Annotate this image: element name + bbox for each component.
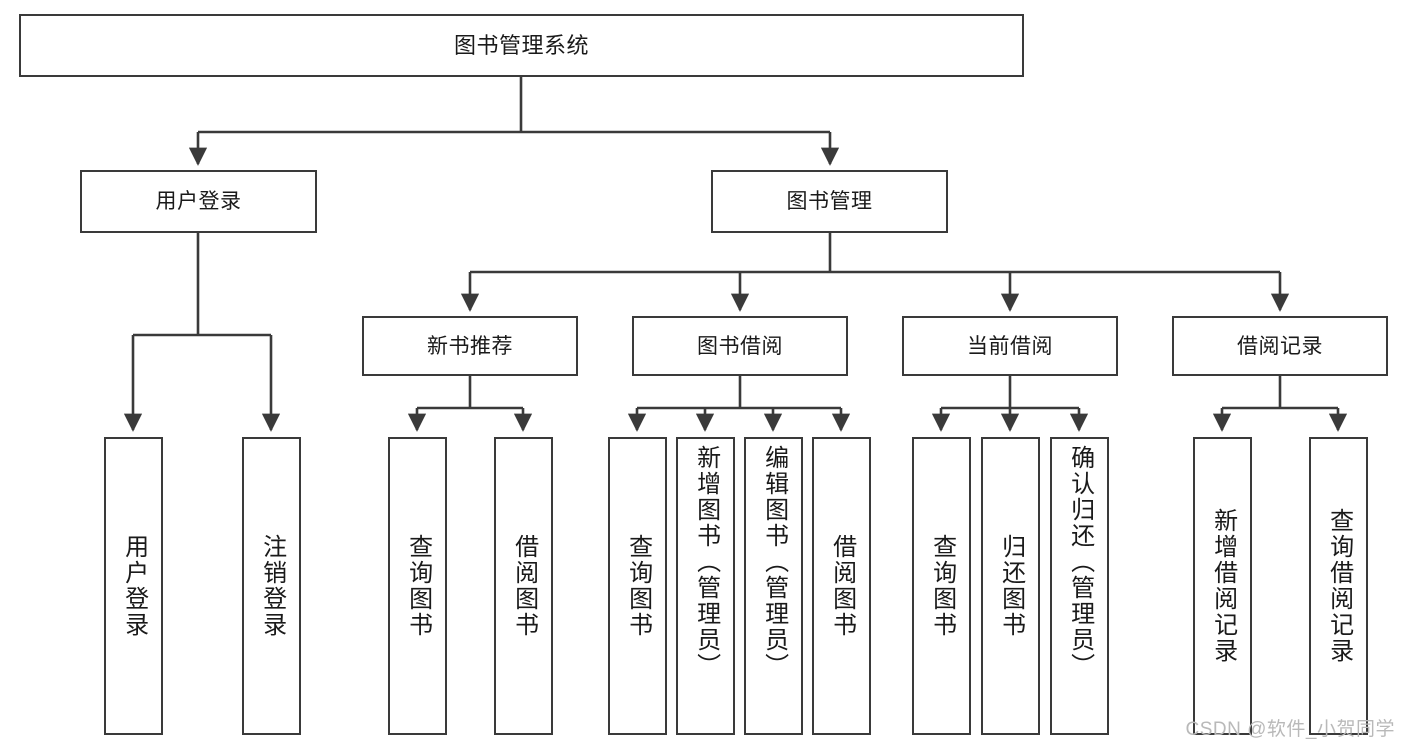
node-leaf-user-login[interactable]: 用户登录 — [104, 437, 163, 735]
node-user-login-label: 用户登录 — [155, 190, 242, 213]
node-root-label: 图书管理系统 — [453, 32, 589, 58]
node-leaf-query-book-1-label: 查询图书 — [404, 534, 432, 638]
node-leaf-user-logout-label: 注销登录 — [258, 534, 286, 638]
node-book-manage[interactable]: 图书管理 — [711, 170, 948, 233]
node-current-borrow[interactable]: 当前借阅 — [902, 316, 1118, 376]
node-leaf-confirm-return-label: 确认归还（管理员） — [1066, 445, 1094, 679]
node-leaf-query-record-label: 查询借阅记录 — [1325, 508, 1353, 664]
node-root[interactable]: 图书管理系统 — [19, 14, 1024, 77]
node-book-borrow-label: 图书借阅 — [697, 334, 783, 358]
node-leaf-query-book-2[interactable]: 查询图书 — [608, 437, 667, 735]
node-leaf-borrow-book-1-label: 借阅图书 — [510, 534, 538, 638]
node-new-book-rec[interactable]: 新书推荐 — [362, 316, 578, 376]
node-leaf-edit-book-label: 编辑图书（管理员） — [760, 445, 788, 679]
node-book-manage-label: 图书管理 — [786, 190, 873, 213]
node-leaf-borrow-book-2-label: 借阅图书 — [828, 534, 856, 638]
node-leaf-user-logout[interactable]: 注销登录 — [242, 437, 301, 735]
node-book-borrow[interactable]: 图书借阅 — [632, 316, 848, 376]
node-borrow-record-label: 借阅记录 — [1237, 334, 1323, 358]
node-leaf-add-book-label: 新增图书（管理员） — [692, 445, 720, 679]
node-leaf-return-book[interactable]: 归还图书 — [981, 437, 1040, 735]
node-leaf-query-book-3-label: 查询图书 — [928, 534, 956, 638]
node-user-login[interactable]: 用户登录 — [80, 170, 317, 233]
watermark: CSDN @软件_小贺同学 — [1185, 719, 1395, 740]
node-current-borrow-label: 当前借阅 — [967, 334, 1053, 358]
node-leaf-query-book-1[interactable]: 查询图书 — [388, 437, 447, 735]
node-leaf-add-record[interactable]: 新增借阅记录 — [1193, 437, 1252, 735]
node-leaf-query-record[interactable]: 查询借阅记录 — [1309, 437, 1368, 735]
node-leaf-add-book[interactable]: 新增图书（管理员） — [676, 437, 735, 735]
node-leaf-confirm-return[interactable]: 确认归还（管理员） — [1050, 437, 1109, 735]
node-leaf-borrow-book-1[interactable]: 借阅图书 — [494, 437, 553, 735]
node-leaf-query-book-3[interactable]: 查询图书 — [912, 437, 971, 735]
node-leaf-add-record-label: 新增借阅记录 — [1209, 508, 1237, 664]
node-leaf-borrow-book-2[interactable]: 借阅图书 — [812, 437, 871, 735]
node-borrow-record[interactable]: 借阅记录 — [1172, 316, 1388, 376]
node-leaf-user-login-label: 用户登录 — [120, 534, 148, 638]
node-new-book-rec-label: 新书推荐 — [427, 334, 513, 358]
node-leaf-query-book-2-label: 查询图书 — [624, 534, 652, 638]
node-leaf-return-book-label: 归还图书 — [997, 534, 1025, 638]
node-leaf-edit-book[interactable]: 编辑图书（管理员） — [744, 437, 803, 735]
